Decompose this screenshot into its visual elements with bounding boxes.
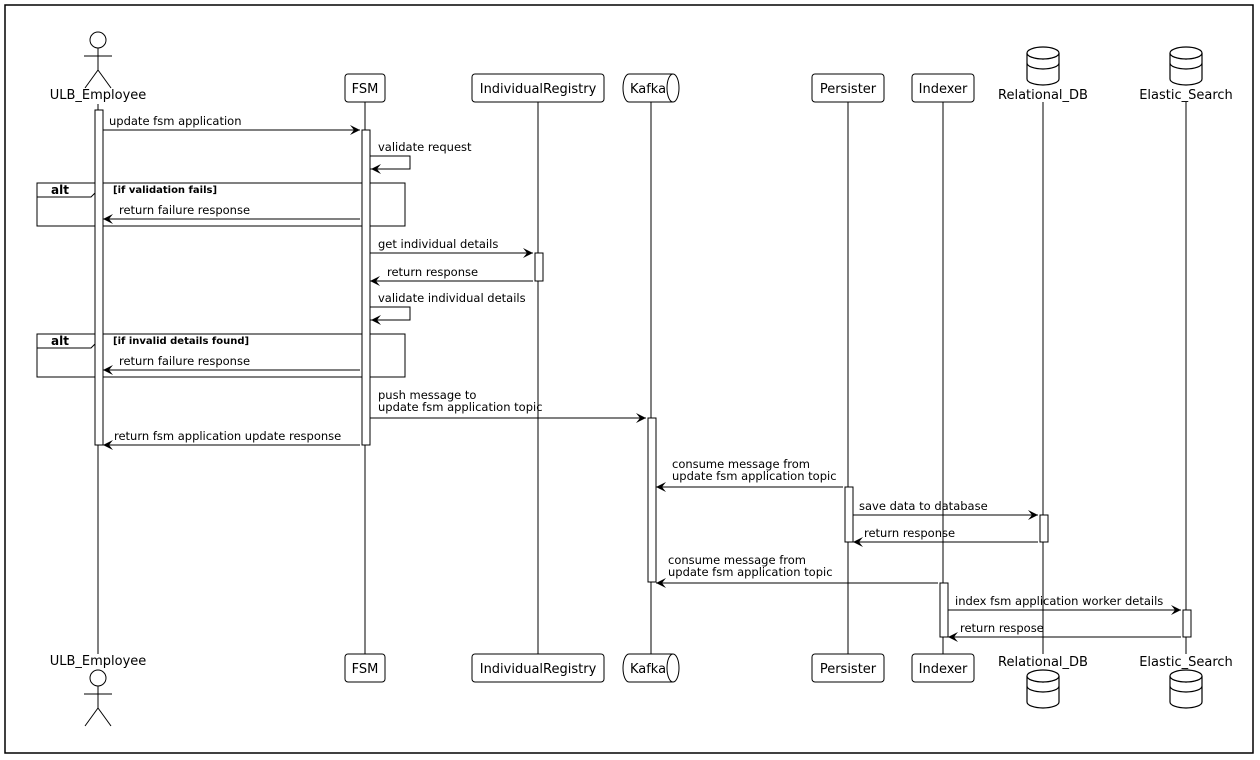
message-label: validate request <box>378 140 472 154</box>
activation-bar <box>361 129 371 446</box>
message-label: save data to database <box>859 499 988 513</box>
message-label: get individual details <box>378 237 498 251</box>
participant-box-reg <box>471 73 605 103</box>
actor-icon <box>84 31 112 89</box>
message: save data to database <box>853 499 1038 516</box>
participant-box-reg <box>471 653 605 683</box>
message: return response <box>853 526 1038 543</box>
participant-box-fsm <box>344 73 386 103</box>
fragment-keyword: alt <box>51 183 69 197</box>
participant-label-top: Persister <box>820 82 877 97</box>
fragment-keyword: alt <box>51 334 69 348</box>
message-arrow-line <box>370 306 411 321</box>
participant-label-bottom: IndividualRegistry <box>480 662 597 677</box>
arrowhead <box>853 537 863 547</box>
message-label: return failure response <box>119 203 250 217</box>
message-arrow-line <box>370 155 411 170</box>
arrowhead <box>103 214 113 224</box>
participant-label-bottom: Kafka <box>630 662 666 677</box>
participant-label-top: IndividualRegistry <box>480 82 597 97</box>
participant-box-idx <box>911 73 975 103</box>
message-label: validate individual details <box>378 291 526 305</box>
participant-label-bottom: ULB_Employee <box>50 654 147 669</box>
message: return respose <box>948 621 1181 638</box>
actor-icon <box>84 669 112 727</box>
activation-bar <box>1182 609 1192 638</box>
participant-box-pers <box>811 653 885 683</box>
message-label: index fsm application worker details <box>955 594 1163 608</box>
participant-label-bottom: Indexer <box>919 662 968 677</box>
message-label: update fsm application topic <box>668 565 833 579</box>
database-icon <box>1026 46 1060 86</box>
database-icon <box>1026 669 1060 709</box>
message: index fsm application worker details <box>948 594 1181 611</box>
arrowhead <box>636 413 646 423</box>
arrowhead <box>523 248 533 258</box>
participant-label-bottom: FSM <box>352 662 379 677</box>
alt-fragment <box>36 333 406 378</box>
message: return response <box>370 265 533 282</box>
participant-label-top: Indexer <box>919 82 968 97</box>
message-label: consume message from <box>672 457 810 471</box>
message-label: update fsm application <box>109 114 242 128</box>
activation-bar <box>647 417 657 583</box>
activation-bar <box>939 582 949 638</box>
arrowhead <box>350 125 360 135</box>
arrowhead <box>1028 510 1038 520</box>
participant-box-fsm <box>344 653 386 683</box>
participant-label-top: ULB_Employee <box>50 88 147 103</box>
message: update fsm application <box>103 114 360 131</box>
message-label: return failure response <box>119 354 250 368</box>
message: return fsm application update response <box>103 429 360 446</box>
arrowhead <box>948 632 958 642</box>
queue-icon <box>622 653 680 683</box>
message: return failure response <box>103 354 360 371</box>
message: return failure response <box>103 203 360 220</box>
message-label: update fsm application topic <box>672 469 837 483</box>
arrowhead <box>371 164 381 174</box>
arrowhead <box>371 315 381 325</box>
fragment-guard: [if invalid details found] <box>113 336 249 347</box>
arrowhead <box>103 440 113 450</box>
participant-label-top: Elastic_Search <box>1139 88 1233 103</box>
participant-label-bottom: Relational_DB <box>998 655 1088 670</box>
database-icon <box>1169 46 1203 86</box>
activation-bar <box>844 486 854 543</box>
message-label: return respose <box>960 621 1044 635</box>
activation-bar <box>534 252 544 282</box>
queue-icon <box>622 73 680 103</box>
arrowhead <box>370 276 380 286</box>
message-label: return response <box>864 526 955 540</box>
alt-fragment <box>36 182 406 227</box>
arrowhead <box>656 578 666 588</box>
message-label: update fsm application topic <box>378 400 543 414</box>
message-label: return fsm application update response <box>114 429 341 443</box>
activation-bar <box>94 109 104 446</box>
message-label: consume message from <box>668 553 806 567</box>
participant-label-top: Kafka <box>630 82 666 97</box>
participant-label-bottom: Elastic_Search <box>1139 655 1233 670</box>
activation-bar <box>1039 514 1049 543</box>
arrowhead <box>103 365 113 375</box>
participant-box-idx <box>911 653 975 683</box>
message-label: push message to <box>378 388 476 402</box>
participant-label-top: FSM <box>352 82 379 97</box>
fragment-guard: [if validation fails] <box>113 185 217 196</box>
database-icon <box>1169 669 1203 709</box>
participant-label-bottom: Persister <box>820 662 877 677</box>
message: get individual details <box>370 237 533 254</box>
arrowhead <box>1171 605 1181 615</box>
message: validate individual details <box>370 291 526 321</box>
participant-box-pers <box>811 73 885 103</box>
arrowhead <box>656 482 666 492</box>
message: validate request <box>370 140 472 170</box>
participant-label-top: Relational_DB <box>998 88 1088 103</box>
message-label: return response <box>387 265 478 279</box>
